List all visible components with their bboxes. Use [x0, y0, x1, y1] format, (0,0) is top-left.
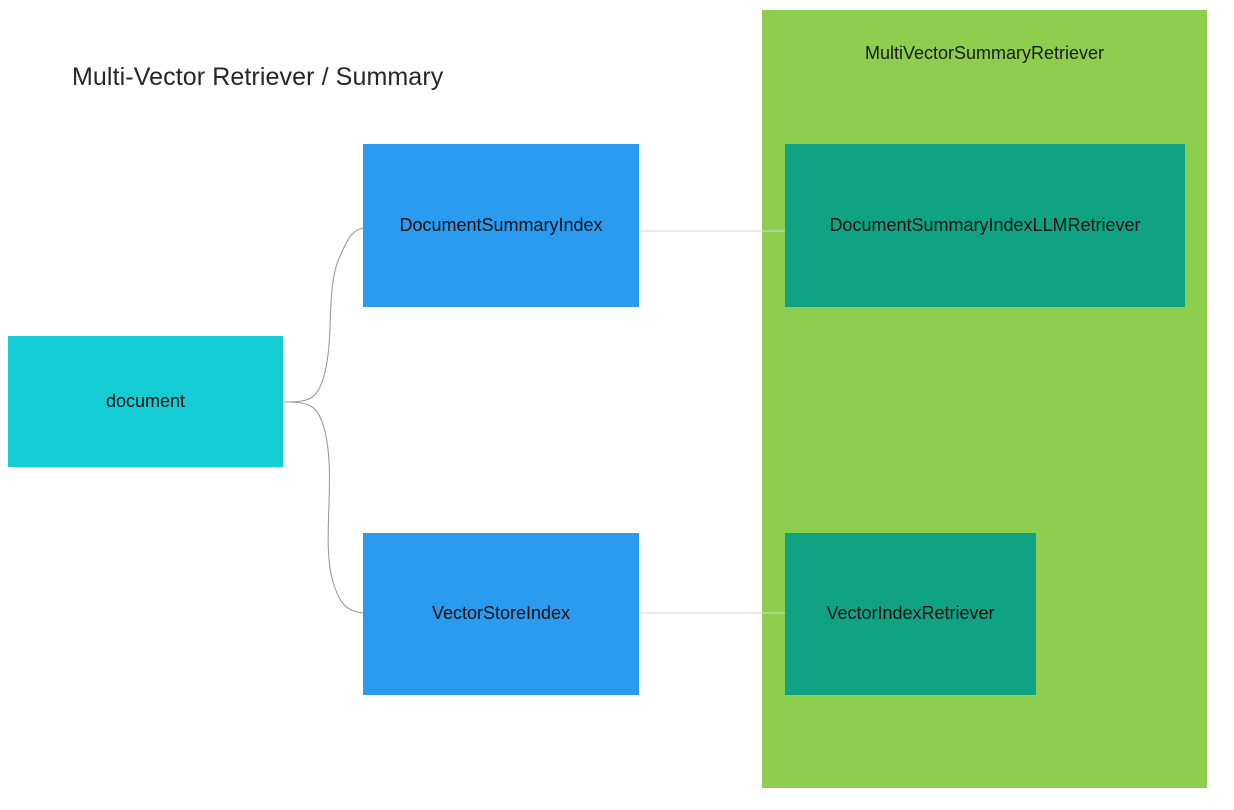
node-vector-index-retriever[interactable]: VectorIndexRetriever: [785, 533, 1036, 695]
node-document-summary-index-llm-retriever-label: DocumentSummaryIndexLLMRetriever: [829, 214, 1141, 235]
node-document-label: document: [105, 390, 186, 411]
node-vector-store-index[interactable]: VectorStoreIndex: [363, 533, 639, 695]
node-vector-index-retriever-label: VectorIndexRetriever: [826, 603, 995, 624]
node-document-summary-index[interactable]: DocumentSummaryIndex: [363, 144, 639, 307]
edge-document-to-vectorstoreindex: [282, 401, 364, 614]
node-document-summary-index-llm-retriever[interactable]: DocumentSummaryIndexLLMRetriever: [785, 144, 1185, 307]
group-label: MultiVectorSummaryRetriever: [864, 43, 1105, 63]
edge-document-to-documentsummaryindex: [282, 227, 364, 403]
node-document-summary-index-label: DocumentSummaryIndex: [399, 214, 603, 235]
node-vector-store-index-label: VectorStoreIndex: [431, 603, 571, 624]
node-document[interactable]: document: [8, 336, 283, 467]
page-title: Multi-Vector Retriever / Summary: [72, 63, 444, 91]
